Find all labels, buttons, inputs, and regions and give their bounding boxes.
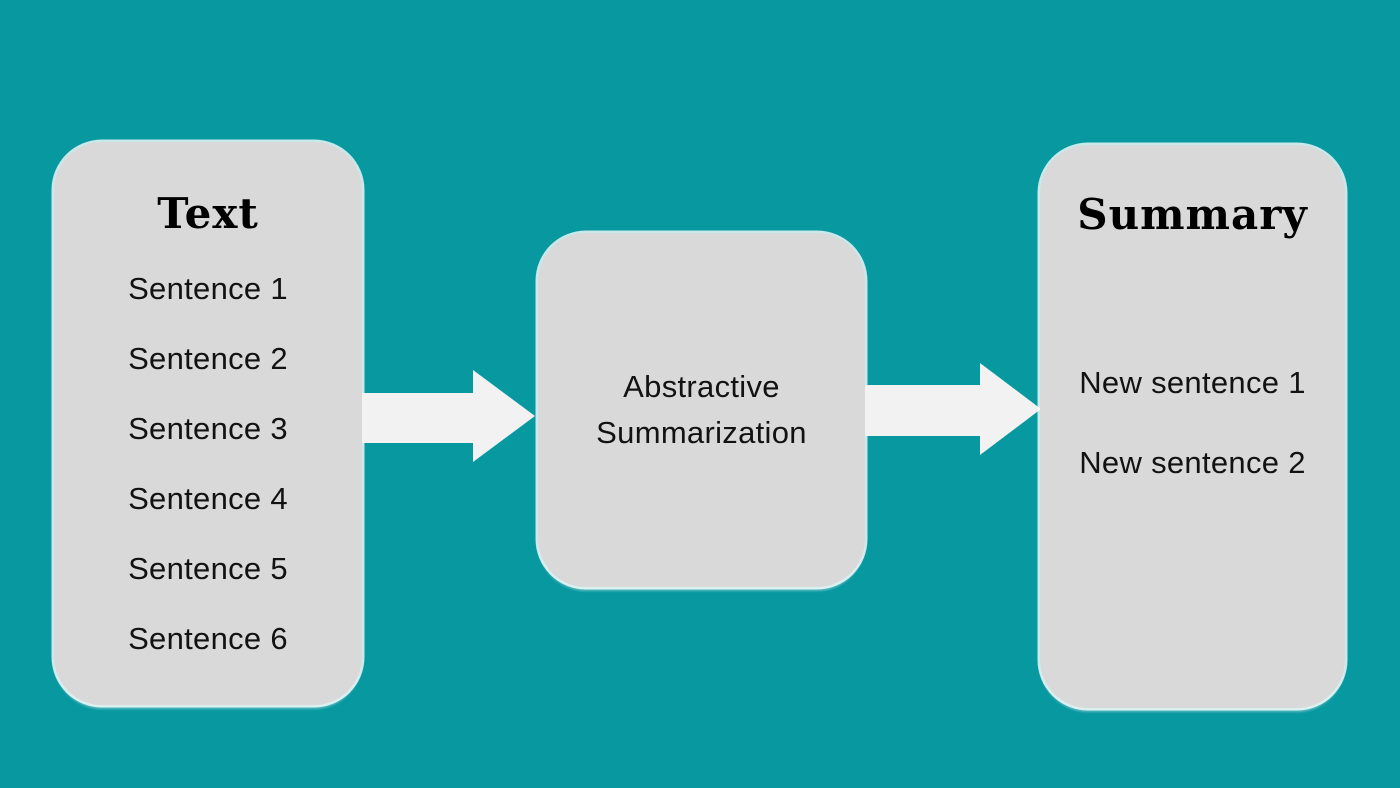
summary-box-sentence-list: New sentence 1 New sentence 2 — [1040, 365, 1345, 525]
sentence-item: Sentence 1 — [128, 271, 288, 306]
text-box-title: Text — [157, 189, 259, 238]
arrow-right-icon — [362, 370, 535, 462]
text-box-sentence-list: Sentence 1 Sentence 2 Sentence 3 Sentence 4… — [54, 271, 362, 691]
sentence-item: Sentence 4 — [128, 481, 288, 516]
sentence-item: Sentence 6 — [128, 621, 288, 656]
sentence-item: Sentence 5 — [128, 551, 288, 586]
sentence-item: Sentence 2 — [128, 341, 288, 376]
process-box-label: Abstractive Summarization — [596, 369, 807, 450]
arrow-right-icon — [865, 363, 1041, 455]
new-sentence-item: New sentence 1 — [1079, 365, 1306, 400]
summary-box-title: Summary — [1077, 190, 1308, 239]
new-sentence-item: New sentence 2 — [1079, 445, 1306, 480]
summary-box: Summary New sentence 1 New sentence 2 — [1040, 145, 1345, 708]
process-box: Abstractive Summarization — [538, 233, 865, 587]
sentence-item: Sentence 3 — [128, 411, 288, 446]
